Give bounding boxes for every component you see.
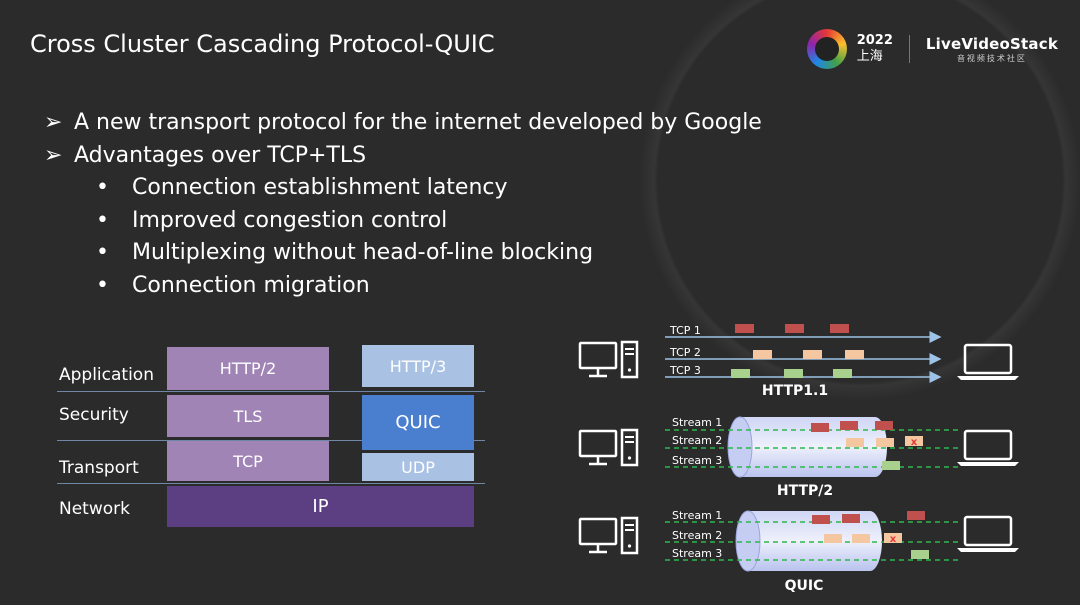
packet bbox=[833, 369, 852, 378]
laptop-icon bbox=[957, 515, 1019, 552]
logo-city: 上海 bbox=[856, 49, 883, 64]
packet bbox=[830, 324, 849, 333]
http2-group: Stream 1 Stream 2 Stream 3 x HTTP/2 bbox=[665, 416, 960, 499]
tcp-3-label: TCP 3 bbox=[669, 364, 701, 377]
packet bbox=[882, 461, 900, 470]
packet bbox=[784, 369, 803, 378]
laptop-icon bbox=[957, 343, 1019, 380]
packet bbox=[735, 324, 754, 333]
tcp-1-label: TCP 1 bbox=[669, 324, 701, 337]
layer-divider bbox=[57, 391, 485, 392]
conference-logo: 2022 上海 LiveVideoStack 音视频技术社区 bbox=[806, 28, 1058, 70]
packet bbox=[876, 438, 894, 447]
layer-divider bbox=[57, 440, 485, 441]
sub-bullet-2: •Improved congestion control bbox=[96, 208, 448, 233]
lost-mark: x bbox=[890, 534, 897, 545]
packet bbox=[845, 350, 864, 359]
dot-bullet-icon: • bbox=[96, 208, 109, 233]
logo-subtitle: 音视频技术社区 bbox=[956, 53, 1027, 63]
logo-brand-block: LiveVideoStack 音视频技术社区 bbox=[926, 35, 1058, 64]
http2-tube bbox=[728, 417, 887, 477]
arrow-bullet-icon: ➢ bbox=[44, 143, 63, 168]
logo-divider bbox=[908, 35, 910, 63]
packet bbox=[842, 514, 860, 523]
quic-label: QUIC bbox=[785, 578, 824, 594]
logo-year: 2022 bbox=[856, 33, 893, 48]
http2-stream-2-label: Stream 2 bbox=[672, 434, 722, 447]
dot-bullet-icon: • bbox=[96, 240, 109, 265]
multiplexing-diagram: TCP 1 TCP 2 TCP 3 HTTP1.1 Stream 1 Strea… bbox=[665, 324, 960, 594]
sub-bullet-4: •Connection migration bbox=[96, 273, 370, 298]
packet bbox=[812, 515, 830, 524]
logo-date: 2022 上海 bbox=[857, 33, 893, 65]
http11-group: TCP 1 TCP 2 TCP 3 HTTP1.1 bbox=[665, 324, 942, 399]
tcp-2-label: TCP 2 bbox=[669, 346, 701, 359]
laptop-icon bbox=[957, 429, 1019, 466]
sub-bullet-3: •Multiplexing without head-of-line block… bbox=[96, 240, 594, 265]
quic-box: QUIC bbox=[362, 395, 474, 450]
packet bbox=[811, 423, 829, 432]
lost-mark: x bbox=[911, 437, 918, 448]
bullet-1: ➢A new transport protocol for the intern… bbox=[44, 110, 762, 135]
layer-network: Network bbox=[59, 499, 130, 519]
bullet-2: ➢Advantages over TCP+TLS bbox=[44, 143, 367, 168]
dot-bullet-icon: • bbox=[96, 273, 109, 298]
packet bbox=[852, 534, 870, 543]
packet bbox=[731, 369, 750, 378]
quic-group: Stream 1 Stream 2 Stream 3 x QUIC bbox=[665, 509, 960, 594]
quic-tube bbox=[736, 511, 882, 571]
layer-divider bbox=[57, 483, 485, 484]
tcp-box: TCP bbox=[167, 441, 329, 481]
slide-title: Cross Cluster Cascading Protocol-QUIC bbox=[30, 30, 495, 58]
packet bbox=[824, 534, 842, 543]
ip-box: IP bbox=[167, 486, 474, 527]
background-decoration bbox=[600, 0, 1080, 440]
sub-bullet-1: •Connection establishment latency bbox=[96, 175, 508, 200]
desktop-computer-icon bbox=[578, 340, 639, 379]
packet bbox=[907, 511, 925, 520]
http2-stream-1-label: Stream 1 bbox=[672, 416, 722, 429]
quic-stream-2-label: Stream 2 bbox=[672, 529, 722, 542]
layer-application: Application bbox=[59, 365, 154, 385]
quic-stream-1-label: Stream 1 bbox=[672, 509, 722, 522]
desktop-computer-icon bbox=[578, 516, 639, 555]
http2-box: HTTP/2 bbox=[167, 347, 329, 390]
tls-box: TLS bbox=[167, 395, 329, 437]
logo-brand: LiveVideoStack bbox=[925, 34, 1058, 53]
http2-stream-3-label: Stream 3 bbox=[672, 454, 722, 467]
lost-packet bbox=[884, 533, 902, 543]
packet bbox=[803, 350, 822, 359]
packet bbox=[846, 438, 864, 447]
layer-security: Security bbox=[59, 405, 129, 425]
packet bbox=[875, 421, 893, 430]
packet bbox=[753, 350, 772, 359]
http11-label: HTTP1.1 bbox=[762, 383, 828, 399]
layer-transport: Transport bbox=[59, 458, 139, 478]
http3-box: HTTP/3 bbox=[362, 345, 474, 387]
packet bbox=[840, 421, 858, 430]
conference-disc-icon bbox=[806, 29, 847, 69]
http2-label: HTTP/2 bbox=[777, 483, 833, 499]
udp-box: UDP bbox=[362, 453, 474, 481]
arrow-bullet-icon: ➢ bbox=[44, 110, 63, 135]
dot-bullet-icon: • bbox=[96, 175, 109, 200]
packet bbox=[911, 550, 929, 559]
quic-stream-3-label: Stream 3 bbox=[672, 547, 722, 560]
lost-packet bbox=[905, 436, 923, 446]
packet bbox=[785, 324, 804, 333]
desktop-computer-icon bbox=[578, 428, 639, 467]
